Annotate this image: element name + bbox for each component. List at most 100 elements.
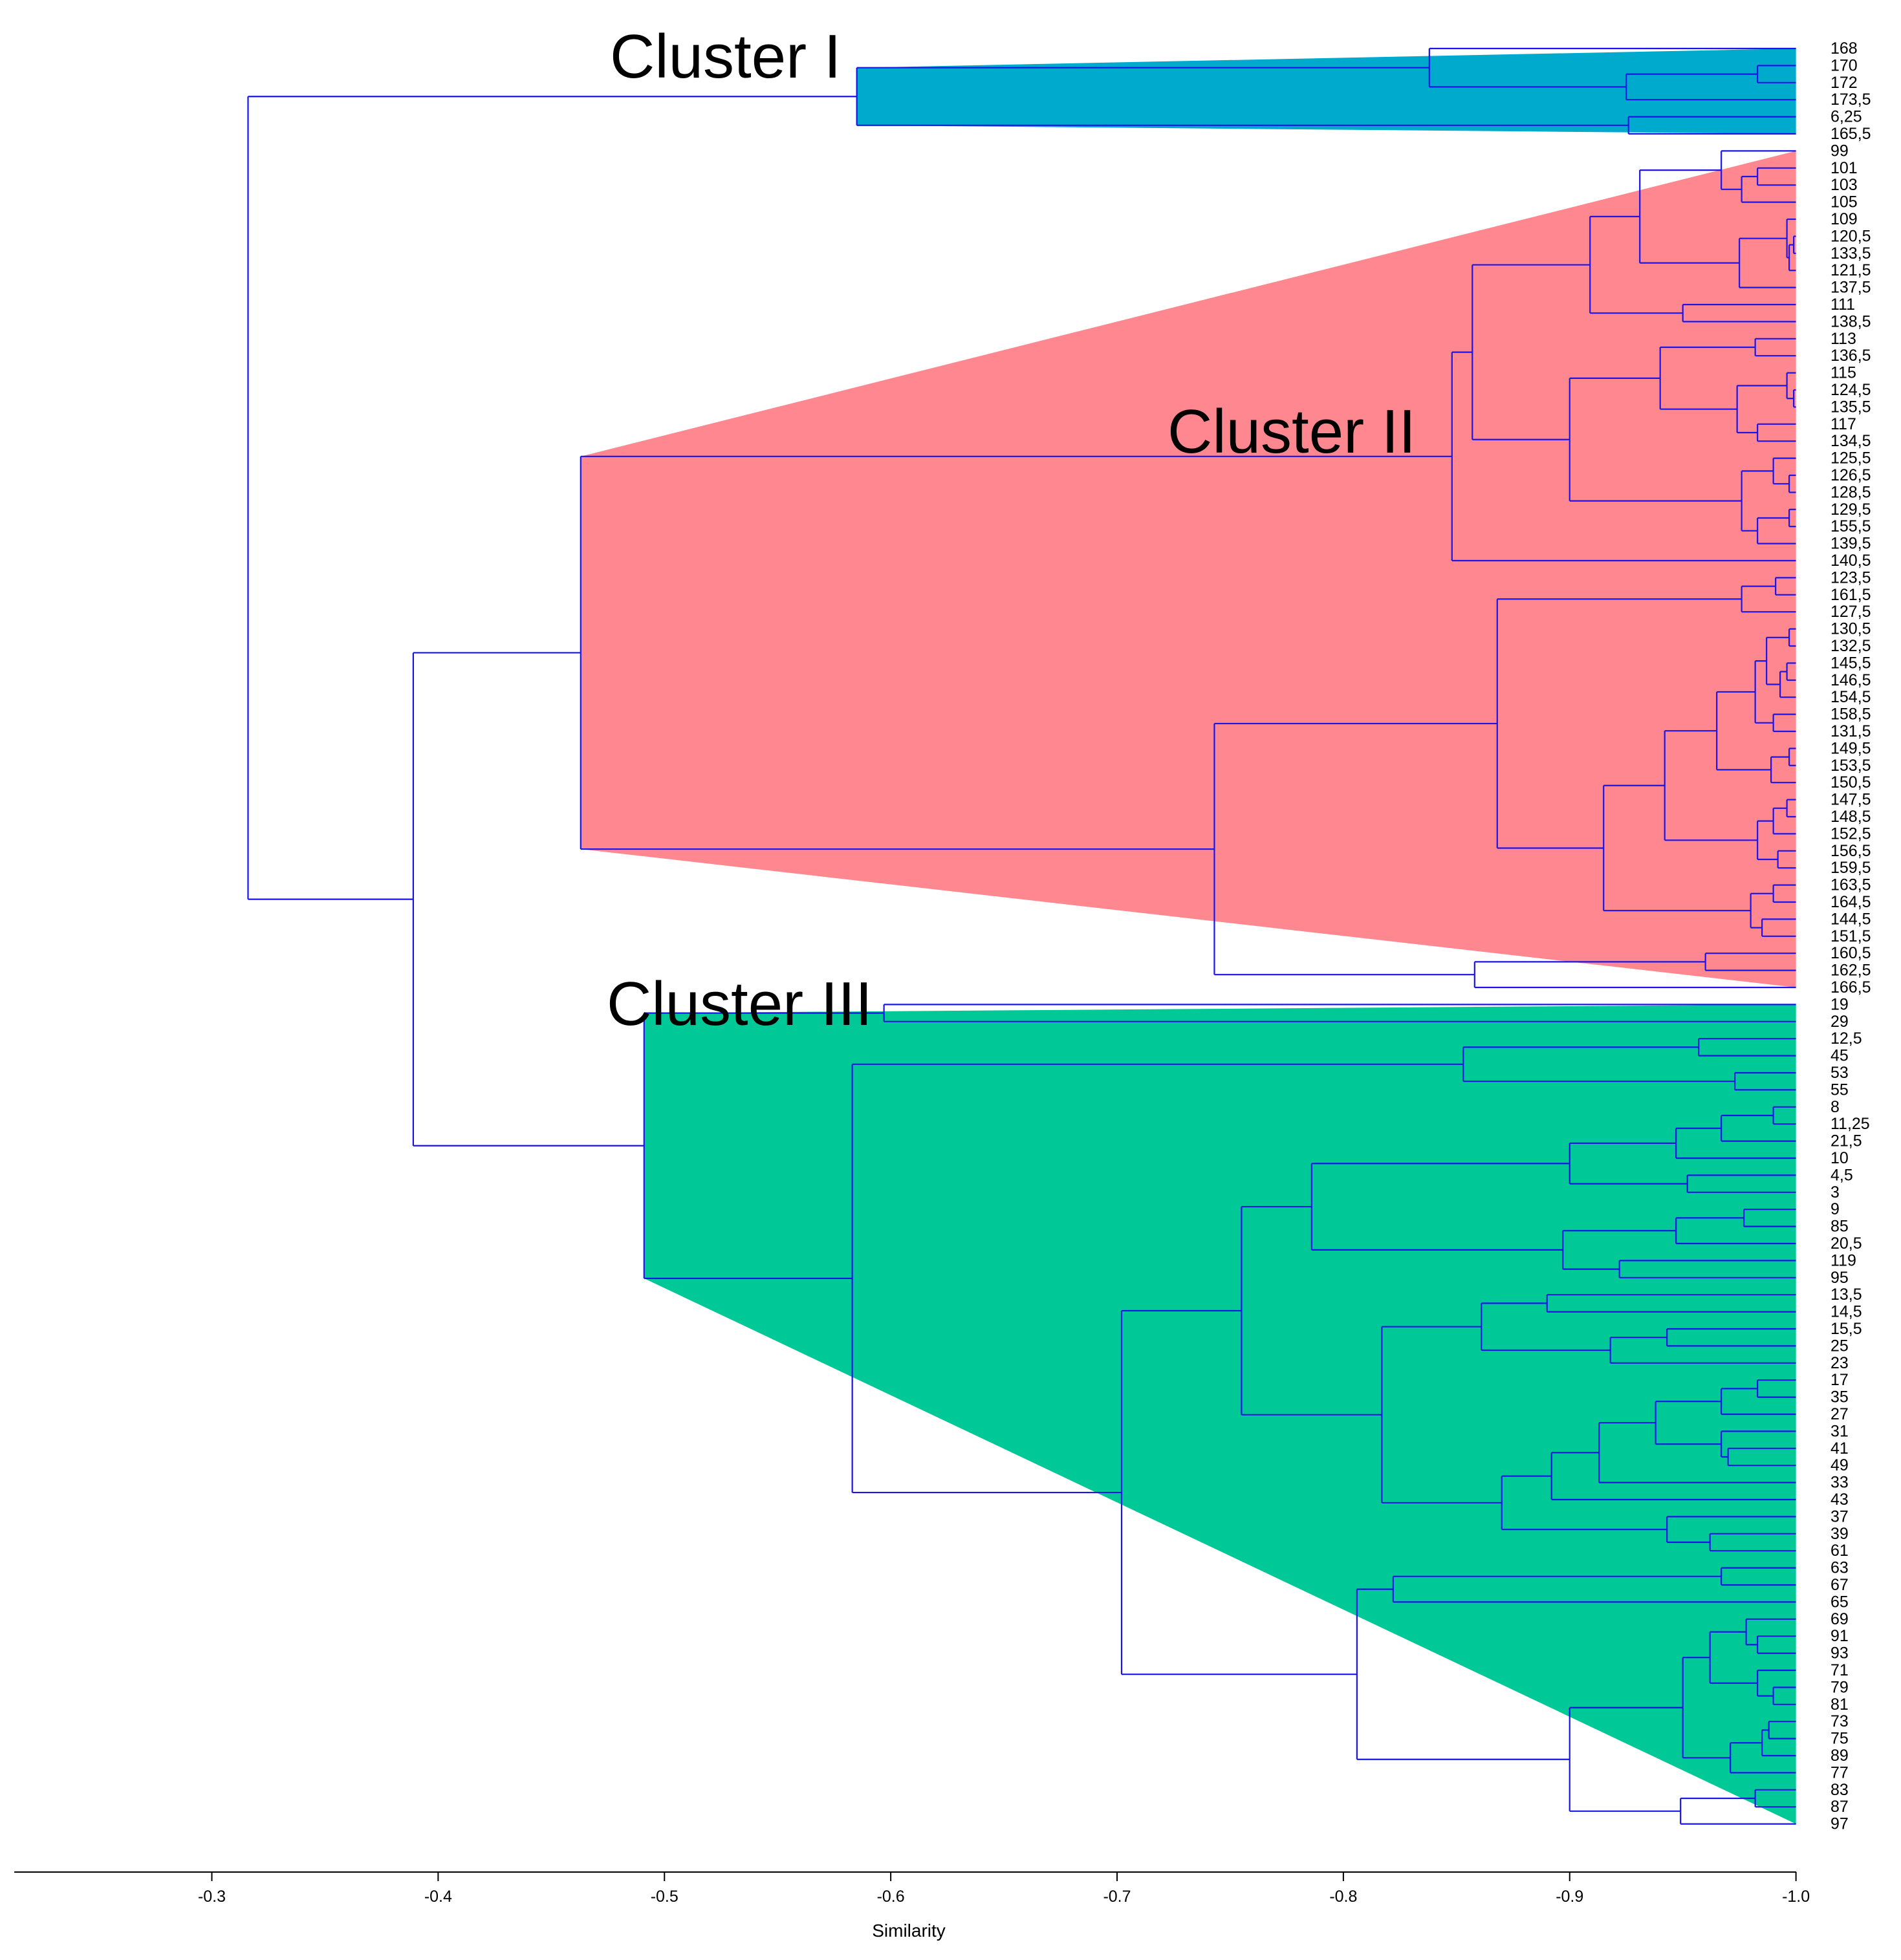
leaf-label: 159,5 [1830, 859, 1871, 877]
cluster-label-2: Cluster II [1168, 397, 1416, 466]
leaf-label: 136,5 [1830, 347, 1871, 365]
leaf-label: 148,5 [1830, 808, 1871, 826]
leaf-label: 168 [1830, 39, 1858, 58]
leaf-label: 139,5 [1830, 535, 1871, 553]
leaf-label: 13,5 [1830, 1286, 1862, 1304]
leaf-labels: 168170172173,56,25165,599101103105109120… [1830, 39, 1871, 1833]
leaf-label: 93 [1830, 1644, 1849, 1663]
leaf-label: 43 [1830, 1491, 1849, 1509]
leaf-label: 138,5 [1830, 312, 1871, 330]
leaf-label: 117 [1830, 415, 1856, 433]
x-axis-tick-label: -0.8 [1329, 1888, 1357, 1906]
leaf-label: 15,5 [1830, 1320, 1862, 1338]
x-axis: Similarity -0.3-0.4-0.5-0.6-0.7-0.8-0.9-… [14, 1871, 1810, 1941]
leaf-label: 124,5 [1830, 381, 1871, 399]
leaf-label: 115 [1830, 364, 1856, 382]
cluster-fill-II [580, 151, 1796, 987]
leaf-label: 81 [1830, 1696, 1849, 1714]
cluster-labels: Cluster I Cluster II Cluster III [607, 22, 1416, 1039]
leaf-label: 41 [1830, 1439, 1849, 1458]
leaf-label: 134,5 [1830, 432, 1871, 450]
leaf-label: 170 [1830, 56, 1858, 74]
leaf-label: 152,5 [1830, 824, 1871, 843]
leaf-label: 33 [1830, 1474, 1849, 1492]
leaf-label: 71 [1830, 1661, 1849, 1679]
leaf-label: 163,5 [1830, 876, 1871, 894]
leaf-label: 65 [1830, 1593, 1849, 1611]
x-axis-tick-label: -0.6 [877, 1888, 905, 1906]
leaf-label: 10 [1830, 1149, 1849, 1167]
leaf-label: 97 [1830, 1815, 1849, 1833]
leaf-label: 61 [1830, 1542, 1849, 1560]
leaf-label: 121,5 [1830, 261, 1871, 279]
leaf-label: 37 [1830, 1507, 1849, 1525]
x-axis-tick-label: -0.9 [1556, 1888, 1583, 1906]
leaf-label: 149,5 [1830, 739, 1871, 757]
leaf-label: 113 [1830, 330, 1856, 348]
leaf-label: 135,5 [1830, 398, 1871, 416]
leaf-label: 17 [1830, 1371, 1849, 1389]
leaf-label: 53 [1830, 1064, 1849, 1082]
leaf-label: 27 [1830, 1405, 1849, 1423]
leaf-label: 23 [1830, 1354, 1849, 1372]
leaf-label: 103 [1830, 176, 1858, 194]
leaf-label: 25 [1830, 1337, 1849, 1355]
x-axis-tick-label: -0.3 [198, 1888, 226, 1906]
leaf-label: 156,5 [1830, 842, 1871, 860]
leaf-label: 129,5 [1830, 501, 1871, 519]
leaf-label: 9 [1830, 1200, 1840, 1218]
leaf-label: 89 [1830, 1747, 1849, 1765]
leaf-label: 165,5 [1830, 125, 1871, 143]
leaf-label: 146,5 [1830, 671, 1871, 689]
leaf-label: 132,5 [1830, 637, 1871, 655]
leaf-label: 83 [1830, 1781, 1849, 1799]
leaf-label: 137,5 [1830, 279, 1871, 297]
leaf-label: 172 [1830, 74, 1858, 92]
cluster-label-1: Cluster I [610, 22, 841, 91]
dendrogram-links [247, 47, 1796, 1825]
leaf-label: 154,5 [1830, 688, 1871, 706]
leaf-label: 99 [1830, 142, 1849, 160]
leaf-label: 133,5 [1830, 244, 1871, 263]
leaf-label: 161,5 [1830, 586, 1871, 604]
leaf-label: 39 [1830, 1525, 1849, 1543]
leaf-label: 144,5 [1830, 910, 1871, 928]
leaf-label: 31 [1830, 1422, 1849, 1440]
leaf-label: 29 [1830, 1013, 1849, 1031]
leaf-label: 147,5 [1830, 791, 1871, 809]
leaf-label: 85 [1830, 1218, 1849, 1236]
cluster-fill-I [856, 48, 1796, 134]
x-axis-tick-label: -0.4 [424, 1888, 452, 1906]
leaf-label: 153,5 [1830, 757, 1871, 775]
leaf-label: 4,5 [1830, 1166, 1853, 1184]
leaf-label: 109 [1830, 210, 1858, 228]
leaf-label: 155,5 [1830, 517, 1871, 535]
leaf-label: 140,5 [1830, 552, 1871, 570]
leaf-label: 8 [1830, 1098, 1840, 1116]
leaf-label: 73 [1830, 1712, 1849, 1730]
leaf-label: 63 [1830, 1559, 1849, 1577]
leaf-label: 79 [1830, 1678, 1849, 1696]
leaf-label: 151,5 [1830, 927, 1871, 945]
leaf-label: 173,5 [1830, 91, 1871, 109]
leaf-label: 120,5 [1830, 227, 1871, 245]
leaf-label: 128,5 [1830, 483, 1871, 501]
leaf-label: 69 [1830, 1610, 1849, 1628]
leaf-label: 45 [1830, 1047, 1849, 1065]
leaf-label: 3 [1830, 1183, 1840, 1201]
leaf-label: 127,5 [1830, 603, 1871, 621]
leaf-label: 49 [1830, 1456, 1849, 1474]
leaf-label: 131,5 [1830, 722, 1871, 740]
leaf-label: 111 [1830, 296, 1855, 314]
leaf-label: 55 [1830, 1081, 1849, 1099]
leaf-label: 35 [1830, 1388, 1849, 1406]
leaf-label: 11,25 [1830, 1115, 1870, 1133]
leaf-label: 162,5 [1830, 962, 1871, 980]
leaf-label: 158,5 [1830, 705, 1871, 724]
x-axis-tick-label: -0.7 [1103, 1888, 1131, 1906]
leaf-label: 67 [1830, 1576, 1849, 1594]
leaf-label: 20,5 [1830, 1234, 1862, 1253]
leaf-label: 77 [1830, 1763, 1849, 1782]
leaf-label: 123,5 [1830, 568, 1871, 587]
